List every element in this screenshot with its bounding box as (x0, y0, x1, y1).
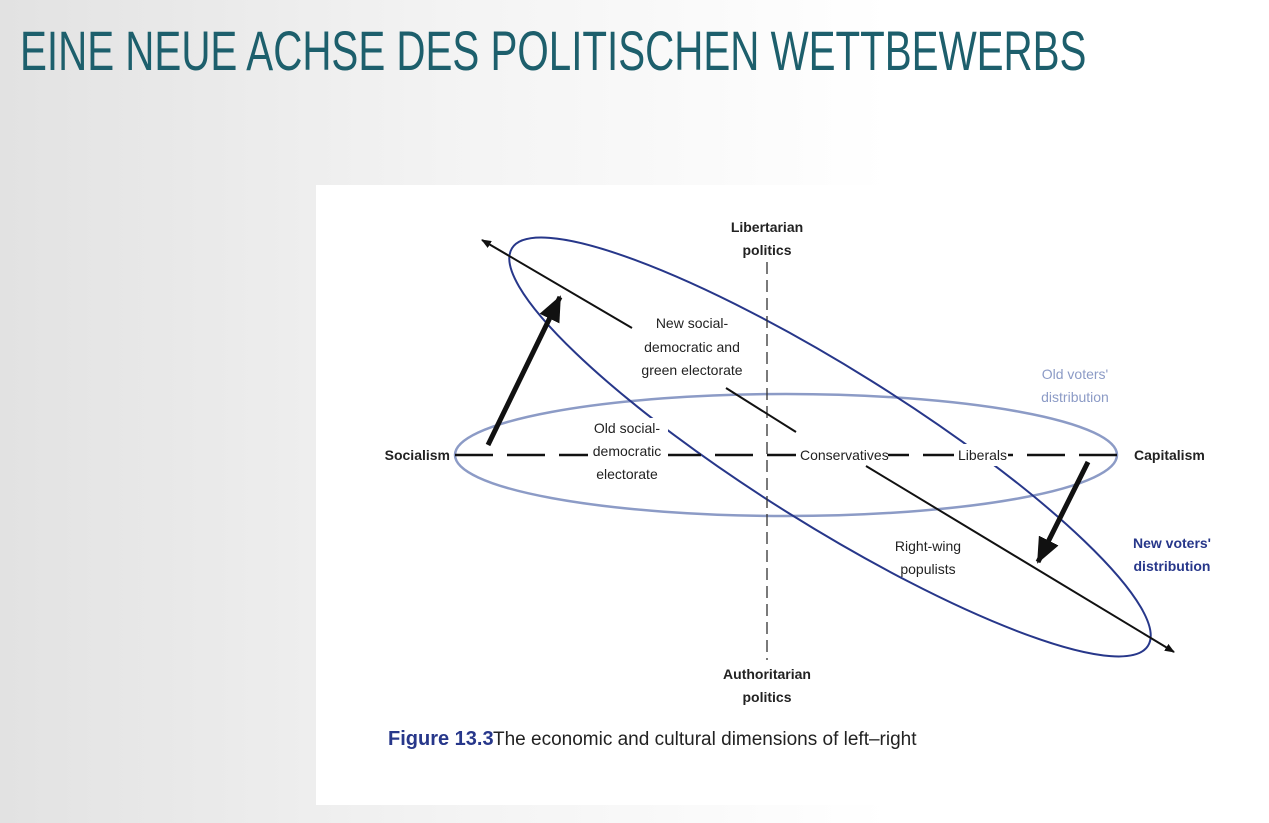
authoritarian-label-2: politics (742, 689, 791, 705)
authoritarian-label: Authoritarian (723, 666, 811, 682)
old-sd-label-3: electorate (596, 466, 658, 482)
right-wing-label-2: populists (900, 561, 955, 577)
conservatives-label: Conservatives (800, 447, 889, 463)
libertarian-label: Libertarian (731, 219, 803, 235)
old-distribution-label-2: distribution (1041, 389, 1109, 405)
new-electorate-arrow (481, 239, 633, 329)
old-distribution-label: Old voters' (1042, 366, 1108, 382)
shift-arrow-left (485, 295, 563, 447)
socialism-label: Socialism (385, 447, 450, 463)
new-sd-label-2: democratic and (644, 339, 740, 355)
figure-caption: The economic and cultural dimensions of … (493, 729, 917, 750)
right-wing-label: Right-wing (895, 538, 961, 554)
leader-line (725, 387, 797, 433)
new-sd-label: New social- (656, 315, 729, 331)
liberals-label: Liberals (958, 447, 1007, 463)
libertarian-label-2: politics (742, 242, 791, 258)
new-voters-ellipse (508, 236, 1152, 658)
populist-arrow (865, 465, 1175, 653)
new-distribution-label: New voters' (1133, 535, 1211, 551)
slide-title: EINE NEUE ACHSE DES POLITISCHEN WETTBEWE… (20, 19, 1087, 82)
figure-number: Figure 13.3 (388, 728, 494, 750)
figure-panel (316, 185, 1258, 805)
old-sd-label-2: democratic (593, 443, 661, 459)
old-sd-label: Old social- (594, 420, 660, 436)
new-sd-label-3: green electorate (641, 362, 742, 378)
shift-arrow-right (1035, 460, 1091, 564)
capitalism-label: Capitalism (1134, 447, 1205, 463)
new-distribution-label-2: distribution (1134, 558, 1211, 574)
